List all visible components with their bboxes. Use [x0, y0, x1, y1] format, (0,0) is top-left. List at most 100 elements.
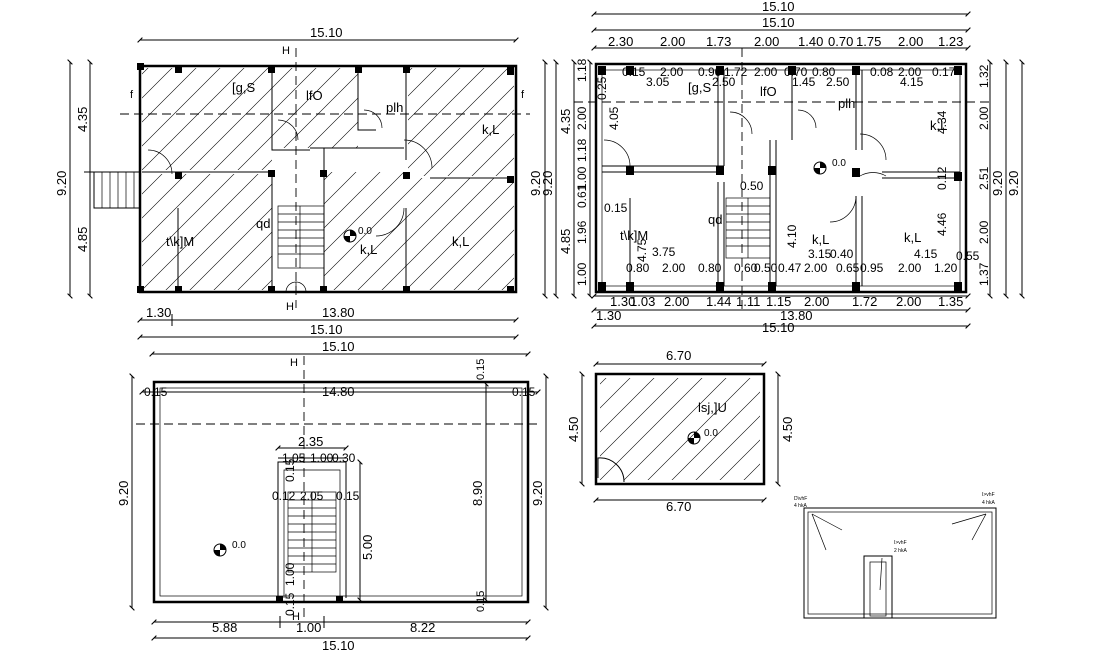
dim-top-1: 15.10 — [762, 0, 795, 14]
room-label: lfO — [306, 88, 323, 103]
section-h-bottom: H — [286, 301, 294, 313]
room-label: t\k]M — [166, 234, 194, 249]
elevation-door — [863, 555, 893, 619]
dim-value: 1.00 — [575, 262, 589, 286]
dim-value: 2.00 — [977, 220, 991, 244]
dim-value: 0.08 — [870, 65, 894, 79]
level-marker: 0.0 — [213, 540, 246, 557]
door-swing — [603, 139, 631, 167]
dim-value: 2.00 — [896, 294, 921, 309]
dim-value: 1.00 — [310, 451, 334, 465]
elevation-label: 4 hkA — [982, 500, 995, 506]
leader-line — [951, 513, 987, 525]
dim-value: 1.73 — [706, 34, 731, 49]
dim-value: 0.95 — [860, 261, 884, 275]
dim-value: 0.70 — [828, 34, 853, 49]
dim-value: 2.05 — [300, 489, 324, 503]
dim-value: 1.35 — [938, 294, 963, 309]
dim-value: 2.00 — [898, 261, 922, 275]
dim-value: 0.90 — [698, 65, 722, 79]
dim-col-right: 1.32 2.00 2.51 2.00 1.37 9.20 9.20 — [977, 64, 1021, 286]
staircase — [277, 205, 325, 269]
dim-bottom: 6.70 — [666, 499, 691, 514]
dim-value: 9.20 — [1006, 171, 1021, 196]
dim-value: 1.03 — [630, 294, 655, 309]
dim-value: 4.05 — [607, 106, 621, 130]
stair-dimensions: 2.35 1.05 1.00 0.30 0.15 0.12 2.05 0.15 … — [272, 434, 375, 616]
elevation-detail: D\vhF 4 hkA I>vhF 4 hkA I>vhF 2 hkA — [794, 492, 997, 619]
dim-bottom-left: 5.88 — [212, 620, 237, 635]
dim-value: 1.30 — [610, 294, 635, 309]
roof-plan: 15.10 14.80 0.15 0.15 9.20 9.20 8.90 0.1… — [116, 339, 549, 653]
dim-bottom-total: 15.10 — [322, 638, 355, 653]
dim-right-inner: 8.90 — [470, 481, 485, 506]
dim-value: 1.15 — [766, 294, 791, 309]
room-label: k,L — [452, 234, 469, 249]
dim-value: 0.65 — [836, 261, 860, 275]
dim-value: 0.15 — [283, 458, 297, 482]
dim-value: 0.30 — [332, 451, 356, 465]
room-label: [g,S — [688, 80, 711, 95]
section-h: H — [290, 357, 298, 369]
level-value: 0.0 — [832, 158, 846, 169]
dim-col-left: 1.18 2.00 1.18 4.35 9.20 1.00 1.96 0.61 … — [540, 58, 609, 286]
dim-value: 1.00 — [283, 562, 297, 586]
dim-value: 0.12 — [272, 489, 296, 503]
dim-value: 0.61 — [575, 184, 589, 208]
door-swing — [285, 281, 297, 293]
dimensioned-floor-plan: 15.10 15.10 1.30 13.80 15.10 2.30 2.00 1… — [540, 0, 1025, 335]
room-label: lsj,]U — [698, 400, 727, 415]
leader-line — [811, 513, 827, 551]
room-label: k,L — [904, 230, 921, 245]
dim-value: 1.45 — [792, 75, 816, 89]
room-label: plh — [838, 96, 855, 111]
door-swing — [277, 119, 299, 141]
dim-top: 15.10 — [322, 339, 355, 354]
dim-bottom-mid: 1.00 — [296, 620, 321, 635]
dim-value: 2.00 — [804, 294, 829, 309]
dim-left-top: 4.35 — [75, 107, 90, 132]
door-swing — [295, 281, 307, 293]
dim-value: 0.80 — [812, 65, 836, 79]
elevation-label: I>vhF — [982, 492, 995, 498]
elevation-label: I>vhF — [894, 540, 907, 546]
wall — [271, 68, 310, 151]
dim-right: 9.20 — [528, 171, 543, 196]
dim-value: 2.00 — [660, 34, 685, 49]
dim-value: 1.72 — [852, 294, 877, 309]
leader-line — [971, 513, 987, 541]
leader-line — [879, 557, 883, 591]
leader-line — [811, 513, 843, 531]
dim-value: 2.35 — [298, 434, 323, 449]
room-label: lfO — [760, 84, 777, 99]
dim-value: 1.96 — [575, 220, 589, 244]
dim-bottom-mid: 13.80 — [322, 305, 355, 320]
dim-value: 2.50 — [826, 75, 850, 89]
dim-value: 2.00 — [664, 294, 689, 309]
level-value: 0.0 — [358, 226, 372, 237]
section-f-left: f — [130, 89, 134, 101]
door-swing — [597, 457, 625, 483]
dim-value: 3.15 — [808, 247, 832, 261]
dim-value: 0.12 — [935, 166, 949, 190]
dim-value: 1.11 — [736, 294, 760, 309]
section-h-bottom: H — [292, 611, 300, 623]
dim-value: 4.46 — [935, 212, 949, 236]
wall — [357, 68, 376, 131]
dim-bottom-mid: 13.80 — [780, 308, 813, 323]
dim-left-bottom: 4.85 — [75, 227, 90, 252]
dim-inner-right: 0.15 — [512, 385, 536, 399]
dim-value: 1.18 — [575, 58, 589, 82]
dim-inner-left: 0.15 — [144, 385, 168, 399]
section-f-right: f — [521, 89, 525, 101]
door-swing — [147, 149, 173, 175]
room-label: k,L — [360, 242, 377, 257]
dim-value: 0.17 — [932, 65, 956, 79]
dim-bottom-left: 1.30 — [596, 308, 621, 323]
hatch-room — [272, 68, 358, 148]
entrance-steps — [93, 171, 141, 209]
dim-value: 0.80 — [626, 261, 650, 275]
elevation-label: D\vhF — [794, 496, 807, 502]
level-value: 0.0 — [232, 540, 246, 551]
dim-right: 4.50 — [780, 417, 795, 442]
